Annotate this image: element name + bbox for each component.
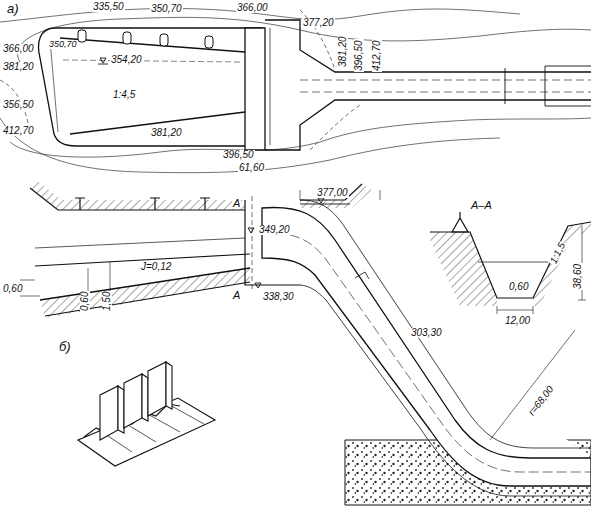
figure-letter: а) bbox=[6, 2, 20, 15]
section-structure bbox=[30, 188, 245, 210]
ground-hatching bbox=[40, 268, 250, 318]
chute bbox=[300, 285, 591, 496]
section-structure bbox=[252, 196, 253, 290]
elevation-mark: 381,20 bbox=[150, 128, 183, 138]
plan-structure bbox=[245, 28, 265, 150]
plan-structure bbox=[39, 28, 262, 146]
cross-section bbox=[478, 262, 552, 263]
elevation-mark: 366,00 bbox=[236, 3, 269, 13]
elevation-mark: 377,00 bbox=[316, 188, 349, 198]
chute bbox=[262, 207, 591, 486]
dimension-label: 0,60 bbox=[2, 284, 23, 294]
basin-post bbox=[205, 36, 213, 48]
cross-section bbox=[430, 212, 591, 314]
section-mark: А bbox=[232, 290, 241, 301]
cross-section bbox=[452, 212, 468, 232]
elevation-mark: 381,20 bbox=[338, 35, 348, 68]
slope-ratio: 1:1,5 bbox=[548, 240, 568, 266]
water-level: 354,20 bbox=[110, 55, 143, 65]
cross-section bbox=[430, 212, 591, 314]
elevation-mark: 412,70 bbox=[372, 39, 382, 72]
baffle-sketch bbox=[118, 386, 124, 433]
section-structure bbox=[75, 198, 210, 210]
elevation-mark: 338,30 bbox=[262, 292, 295, 302]
dimension-label: 0,60 bbox=[508, 282, 529, 292]
baffle-sketch bbox=[142, 374, 148, 421]
elevation-mark: 381,20 bbox=[2, 62, 35, 72]
ground-hatching bbox=[28, 180, 245, 210]
plan-structure bbox=[50, 40, 58, 132]
section-structure bbox=[40, 268, 250, 300]
dimension-label: 38,60 bbox=[573, 263, 583, 290]
slope-label: J=0,12 bbox=[140, 262, 172, 272]
plan-structure bbox=[63, 60, 240, 62]
elevation-mark: 349,20 bbox=[258, 225, 291, 235]
dimension-line bbox=[20, 190, 575, 440]
elevation-mark: 350,70 bbox=[150, 4, 183, 14]
baffle-sketch bbox=[124, 374, 142, 428]
elevation-mark: 377,20 bbox=[302, 18, 335, 28]
chute bbox=[355, 272, 369, 279]
dimension-label: 12,00 bbox=[504, 316, 531, 326]
radius-label: r=68,00 bbox=[526, 383, 556, 418]
plan-structure bbox=[505, 66, 591, 106]
dimension-label: 61,60 bbox=[238, 163, 265, 173]
plan-structure bbox=[60, 38, 245, 52]
section-mark: А bbox=[232, 198, 241, 209]
elevation-mark: 366,00 bbox=[2, 44, 35, 54]
cross-section bbox=[533, 222, 591, 306]
section-structure bbox=[300, 184, 362, 200]
chute bbox=[262, 200, 591, 496]
chute bbox=[262, 233, 591, 472]
cross-section bbox=[497, 306, 533, 314]
section-title: А–А bbox=[470, 200, 493, 211]
cross-section bbox=[430, 222, 591, 298]
section-structure bbox=[45, 282, 250, 316]
ground-hatching bbox=[300, 184, 372, 208]
level-mark bbox=[248, 228, 254, 233]
plan-structure bbox=[39, 20, 591, 150]
section-structure bbox=[35, 238, 245, 248]
basin-post bbox=[160, 34, 168, 46]
elevation-mark: 412,70 bbox=[2, 126, 35, 136]
slope-ratio: 1:4,5 bbox=[112, 90, 136, 100]
elevation-mark: 335,50 bbox=[92, 2, 125, 12]
contour-line bbox=[0, 8, 591, 172]
elevation-mark: 396,50 bbox=[222, 150, 255, 160]
baffle-sketch bbox=[78, 362, 215, 466]
plan-structure bbox=[300, 80, 591, 92]
basin-post bbox=[78, 30, 86, 42]
elevation-mark: 303,30 bbox=[410, 328, 443, 338]
basin-post bbox=[78, 30, 213, 48]
plan-structure bbox=[270, 28, 271, 145]
elevation-mark: 356,50 bbox=[2, 100, 35, 110]
elevation-mark: 396,50 bbox=[354, 39, 364, 72]
plan-structure bbox=[265, 100, 591, 150]
elevation-mark: 350,70 bbox=[48, 40, 78, 49]
baffle-sketch bbox=[148, 362, 166, 416]
baffle-sketch bbox=[166, 362, 172, 409]
dimension-label: 1,50 bbox=[102, 291, 112, 312]
figure-letter: б) bbox=[58, 340, 72, 353]
level-mark bbox=[98, 58, 108, 64]
basin-post bbox=[123, 32, 131, 44]
baffle-sketch bbox=[100, 386, 118, 440]
dimension-line bbox=[490, 330, 575, 440]
cross-section bbox=[430, 232, 497, 306]
dimension-label: 0,60 bbox=[80, 291, 90, 312]
